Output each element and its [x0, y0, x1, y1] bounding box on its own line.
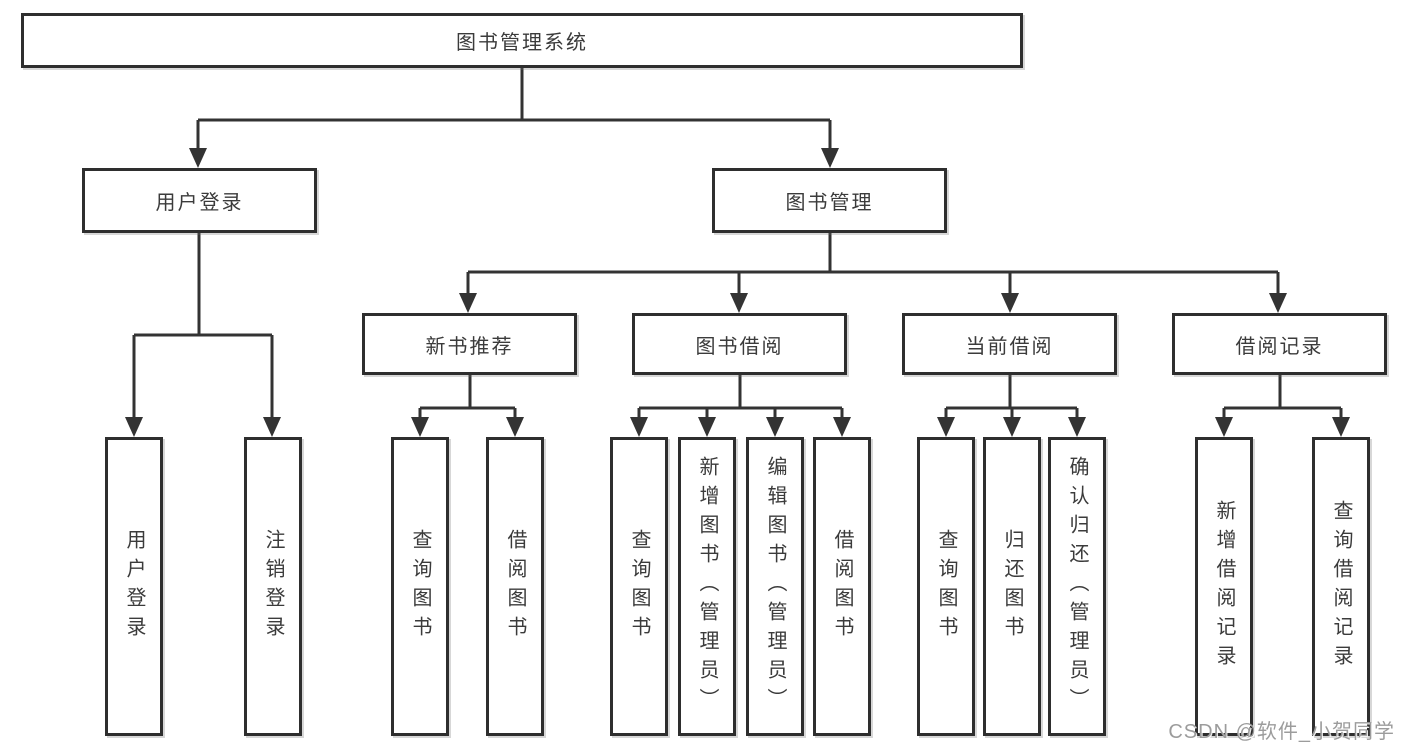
connector-root	[196, 68, 832, 150]
leaf-edit-books-admin: 编辑图书（管理员）	[746, 437, 804, 736]
leaf-label: 归还图书	[1001, 528, 1023, 645]
arrowheads	[125, 148, 1350, 437]
leaf-label: 查询图书	[628, 528, 650, 645]
node-user-login: 用户登录	[82, 168, 317, 233]
leaf-label: 新增借阅记录	[1213, 499, 1235, 674]
leaf-label: 借阅图书	[831, 528, 853, 645]
node-book-borrowing: 图书借阅	[632, 313, 847, 375]
leaf-query-books-current: 查询图书	[917, 437, 975, 736]
leaf-add-borrow-record: 新增借阅记录	[1195, 437, 1253, 736]
connector-borrowing-records	[1222, 375, 1343, 419]
leaf-label: 查询图书	[935, 528, 957, 645]
leaf-label: 确认归还（管理员）	[1066, 456, 1088, 717]
leaf-logout: 注销登录	[244, 437, 302, 736]
leaf-label: 用户登录	[123, 528, 145, 645]
leaf-label: 新增图书（管理员）	[696, 456, 718, 717]
leaf-label: 注销登录	[262, 528, 284, 645]
leaf-confirm-return-admin: 确认归还（管理员）	[1048, 437, 1106, 736]
node-current-borrowing: 当前借阅	[902, 313, 1117, 375]
leaf-query-books-borrowing: 查询图书	[610, 437, 668, 736]
leaf-user-login: 用户登录	[105, 437, 163, 736]
node-borrowing-records: 借阅记录	[1172, 313, 1387, 375]
leaf-query-borrow-record: 查询借阅记录	[1312, 437, 1370, 736]
leaf-label: 查询借阅记录	[1330, 499, 1352, 674]
node-book-management: 图书管理	[712, 168, 947, 233]
leaf-label: 查询图书	[409, 528, 431, 645]
leaf-add-books-admin: 新增图书（管理员）	[678, 437, 736, 736]
leaf-return-books: 归还图书	[983, 437, 1041, 736]
leaf-borrow-books-borrowing: 借阅图书	[813, 437, 871, 736]
connector-book-borrowing	[637, 375, 844, 419]
csdn-watermark: CSDN @软件_小贺同学	[1168, 721, 1395, 743]
leaf-borrow-books-recommend: 借阅图书	[486, 437, 544, 736]
connector-book-management	[466, 233, 1280, 295]
node-new-book-recommendation: 新书推荐	[362, 313, 577, 375]
leaf-label: 借阅图书	[504, 528, 526, 645]
connector-new-book	[418, 375, 517, 419]
connector-user-login	[132, 233, 274, 419]
leaf-label: 编辑图书（管理员）	[764, 456, 786, 717]
node-library-system: 图书管理系统	[21, 13, 1023, 68]
connector-current-borrowing	[944, 375, 1079, 419]
leaf-query-books-recommend: 查询图书	[391, 437, 449, 736]
